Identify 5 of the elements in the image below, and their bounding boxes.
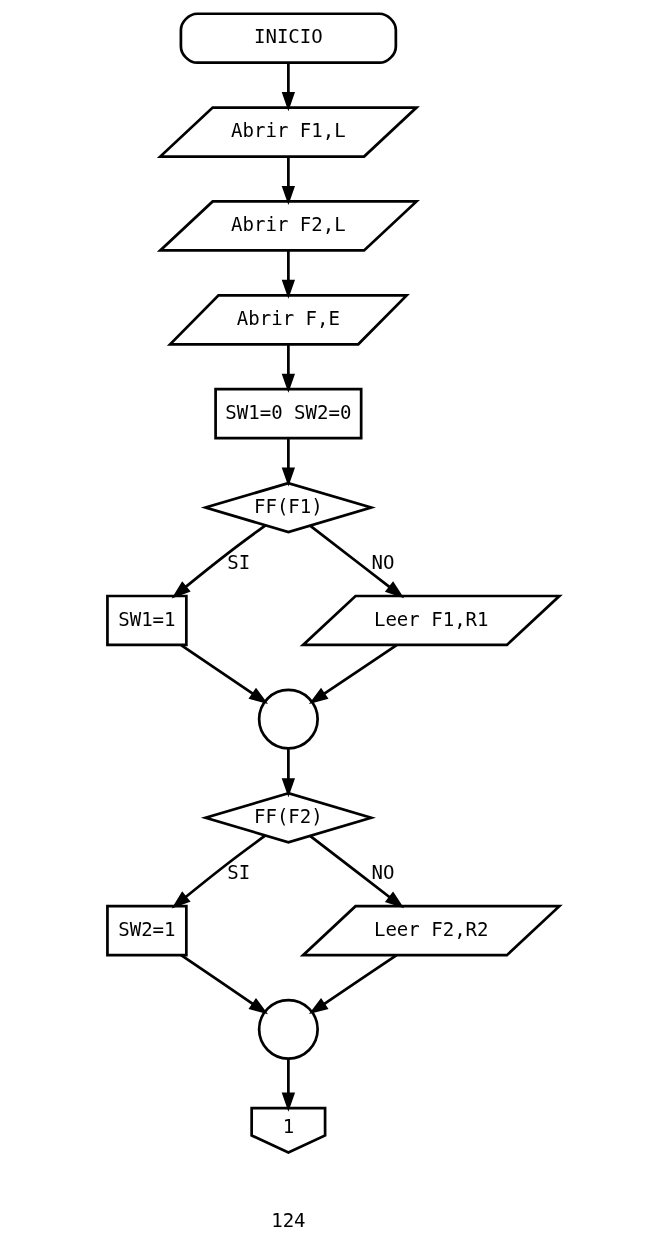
edge-label: NO bbox=[371, 551, 395, 574]
edge-label: SI bbox=[227, 861, 251, 884]
edge-label: SI bbox=[227, 551, 251, 574]
edge-label: NO bbox=[371, 861, 395, 884]
label: 124 bbox=[271, 1208, 306, 1231]
